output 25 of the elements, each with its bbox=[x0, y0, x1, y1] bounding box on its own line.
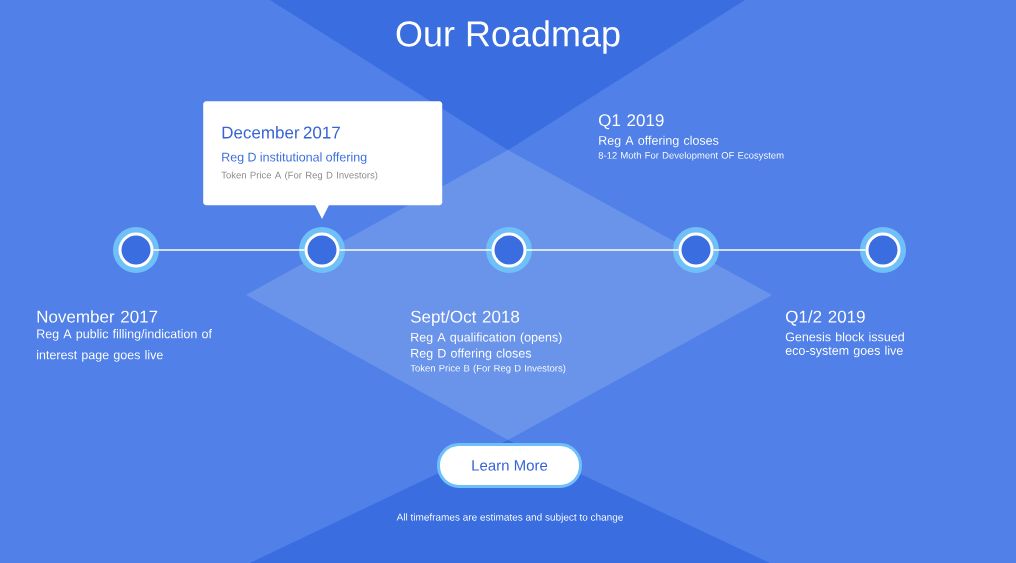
connector-line bbox=[338, 249, 493, 251]
milestone-circle bbox=[486, 227, 532, 273]
milestone-note: Token Price B (For Reg D Investors) bbox=[410, 364, 566, 374]
footnote: All timeframes are estimates and subject to change bbox=[396, 513, 623, 523]
milestone-date: Sept/Oct 2018 bbox=[411, 310, 520, 327]
milestone-note: 8-12 Moth For Development OF Ecosystem bbox=[598, 151, 784, 161]
milestone-circle bbox=[860, 227, 906, 273]
milestone-description: Reg A public filling/indication of interest page goes live bbox=[37, 329, 212, 362]
milestone-circle bbox=[113, 227, 159, 273]
milestone-circle bbox=[299, 227, 345, 273]
connector-line bbox=[152, 249, 306, 251]
milestone-description: Reg A qualification (opens) bbox=[411, 332, 562, 345]
milestone-description: Reg A offering closes bbox=[599, 135, 719, 148]
milestone-description: Reg D offering closes bbox=[411, 348, 532, 361]
connector-line bbox=[525, 249, 680, 251]
milestone-date: November 2017 bbox=[37, 310, 158, 323]
connector-line bbox=[712, 249, 867, 251]
milestone-date: Q1/2 2019 bbox=[786, 310, 865, 326]
callout-box: December 2017 Reg D institutional offering Token Price A (For Reg D Investors) bbox=[203, 101, 443, 219]
learn-more-button: Learn More bbox=[437, 443, 582, 488]
milestone-description: eco-system goes live bbox=[785, 345, 903, 358]
milestone-date: Q1 2019 bbox=[599, 114, 664, 130]
milestone-description: Genesis block issued bbox=[785, 332, 904, 342]
title: Our Roadmap bbox=[396, 20, 620, 54]
milestone-circle bbox=[673, 227, 719, 273]
